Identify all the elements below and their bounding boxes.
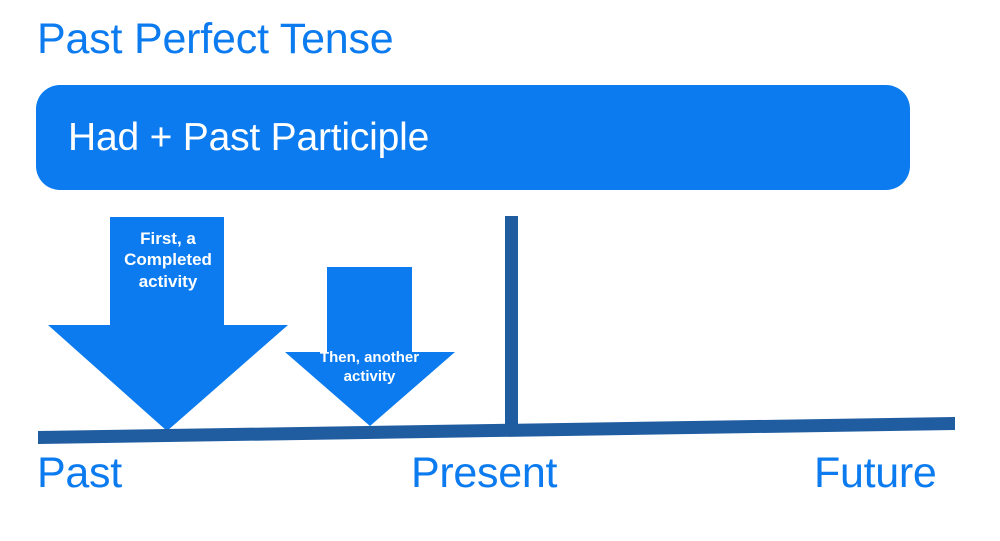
timeline-label-present: Present	[411, 449, 558, 497]
second-activity-arrow	[285, 267, 455, 426]
present-marker	[505, 216, 518, 433]
timeline-axis	[38, 417, 955, 444]
formula-text: Had + Past Participle	[68, 115, 430, 159]
formula-banner: Had + Past Participle	[36, 85, 910, 190]
page-title: Past Perfect Tense	[37, 15, 394, 63]
first-activity-arrow	[48, 217, 288, 431]
timeline-label-past: Past	[37, 449, 122, 497]
timeline-label-future: Future	[814, 449, 937, 497]
